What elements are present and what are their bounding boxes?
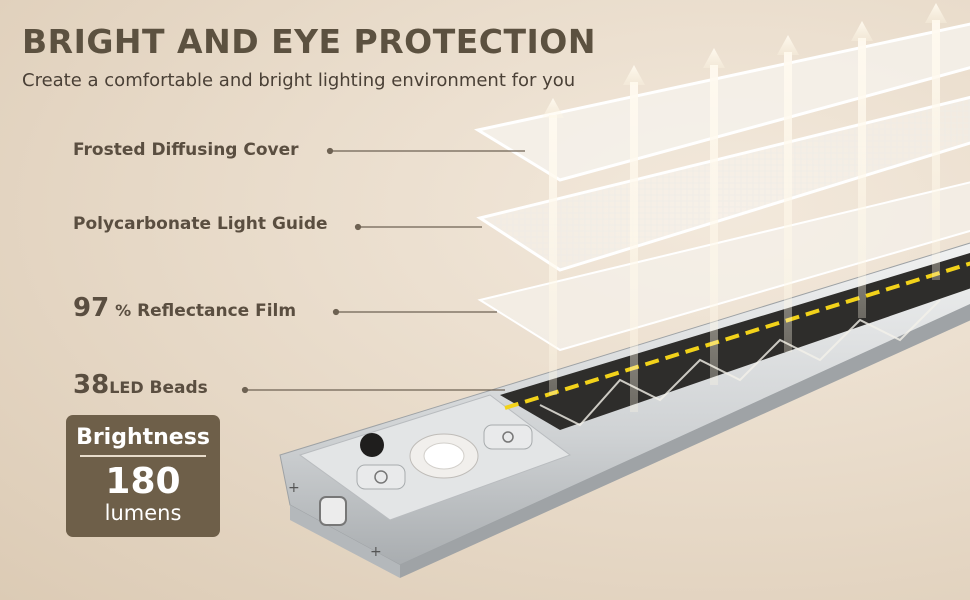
mode-button[interactable] bbox=[483, 424, 533, 450]
reflectance-value: 97 bbox=[73, 293, 110, 323]
up-arrow-icon bbox=[542, 98, 564, 395]
up-arrow-icon bbox=[703, 48, 725, 385]
beads-text: Beads bbox=[149, 378, 208, 398]
up-arrow-icon bbox=[623, 65, 645, 412]
brightness-badge: Brightness 180 lumens bbox=[66, 415, 220, 537]
label-frosted-cover: Frosted Diffusing Cover bbox=[73, 140, 299, 160]
label-led-beads: 38LED Beads bbox=[73, 370, 208, 400]
leader-lines bbox=[241, 147, 525, 394]
screw-icon: + bbox=[370, 544, 382, 560]
badge-divider bbox=[80, 455, 206, 457]
up-arrow-icon bbox=[851, 21, 873, 318]
screw-icon: + bbox=[288, 480, 300, 496]
light-rays bbox=[542, 3, 947, 412]
badge-value: 180 bbox=[105, 461, 181, 502]
light-sensor-icon bbox=[360, 433, 384, 457]
up-arrow-icon bbox=[925, 3, 947, 280]
frosted-cover-layer bbox=[474, 22, 970, 182]
led-strip bbox=[500, 253, 970, 430]
up-arrow-icon bbox=[777, 35, 799, 352]
usb-c-port-icon bbox=[319, 496, 347, 526]
brightness-icon bbox=[502, 431, 514, 443]
beads-count: 38 bbox=[73, 370, 110, 400]
label-light-guide: Polycarbonate Light Guide bbox=[73, 214, 328, 234]
reflectance-film-layer bbox=[477, 181, 970, 352]
reflectance-unit: % bbox=[115, 301, 132, 320]
badge-unit: lumens bbox=[104, 501, 182, 525]
page-subtitle: Create a comfortable and bright lighting… bbox=[22, 70, 576, 91]
label-reflectance-film: 97 % Reflectance Film bbox=[73, 293, 296, 323]
power-icon bbox=[374, 470, 388, 484]
page-title: BRIGHT AND EYE PROTECTION bbox=[22, 22, 596, 61]
badge-title: Brightness bbox=[76, 425, 210, 450]
reflectance-text: Reflectance Film bbox=[137, 301, 297, 321]
light-guide-layer bbox=[476, 95, 970, 272]
beads-unit: LED bbox=[109, 378, 144, 397]
control-panel: + + bbox=[288, 424, 533, 560]
power-button[interactable] bbox=[356, 464, 406, 490]
